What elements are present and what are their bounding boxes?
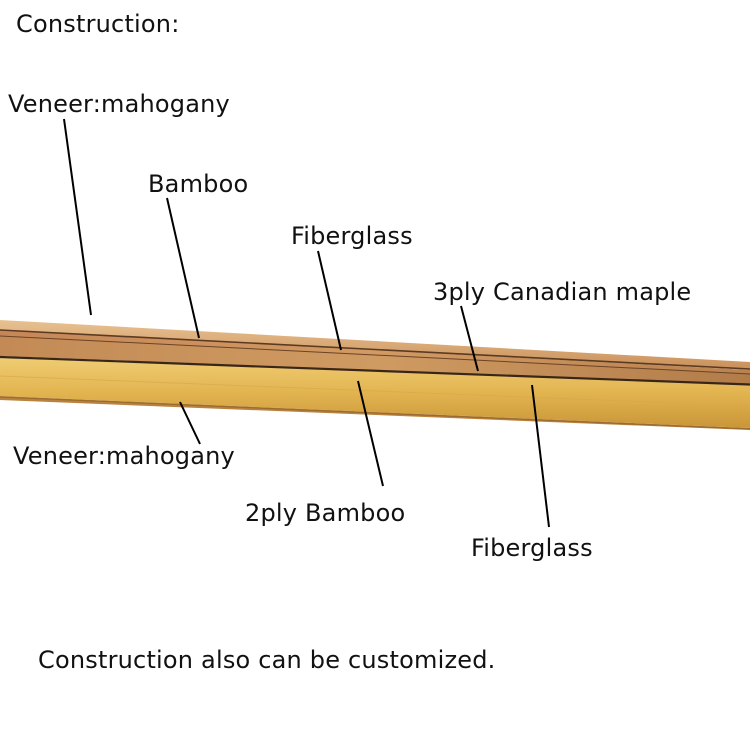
seam-upper [0, 335, 750, 375]
layer-veneer-top [0, 320, 750, 370]
leader-fiberglass-top [317, 250, 342, 351]
label-fiberglass-bottom: Fiberglass [471, 534, 593, 562]
label-bamboo: Bamboo [148, 170, 249, 198]
page-title: Construction: [16, 10, 180, 38]
leader-fiberglass-bottom [531, 384, 550, 528]
label-veneer-top: Veneer:mahogany [8, 90, 230, 118]
seam-fiberglass-top [0, 329, 750, 370]
seam-fiberglass-bottom [0, 355, 750, 386]
leader-maple [460, 305, 479, 372]
label-canadian-maple: 3ply Canadian maple [433, 278, 692, 306]
label-fiberglass-top: Fiberglass [291, 222, 413, 250]
leader-veneer-bottom [179, 401, 201, 445]
seam-lower-bamboo [0, 375, 750, 407]
label-2ply-bamboo: 2ply Bamboo [245, 499, 406, 527]
leader-2ply-bamboo [357, 380, 384, 487]
layer-2ply-bamboo [0, 358, 750, 428]
layer-bamboo [0, 330, 750, 374]
layer-maple [0, 336, 750, 384]
board-bottom-edge [0, 396, 750, 430]
leader-bamboo [166, 197, 200, 339]
leader-veneer-top [63, 118, 92, 316]
footer-note: Construction also can be customized. [38, 646, 496, 674]
board-layers [0, 320, 750, 430]
label-veneer-bottom: Veneer:mahogany [13, 442, 235, 470]
leader-lines [63, 118, 550, 528]
